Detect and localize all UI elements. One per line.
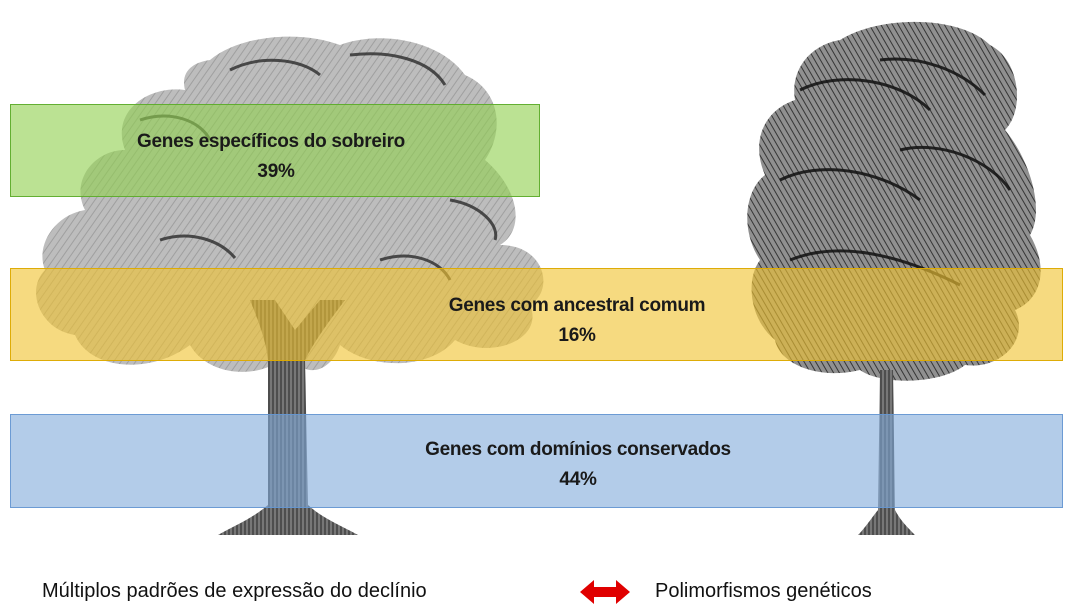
band-common-ancestor-genes: Genes com ancestral comum 16% [10, 268, 1063, 361]
band-title: Genes com ancestral comum [448, 295, 706, 316]
band-title: Genes específicos do sobreiro [137, 131, 405, 152]
band-percent: 44% [559, 469, 597, 490]
band-title: Genes com domínios conservados [425, 439, 731, 460]
band-species-specific-genes: Genes específicos do sobreiro 39% [10, 104, 540, 197]
caption-left: Múltiplos padrões de expressão do declín… [42, 580, 427, 602]
band-percent: 39% [257, 161, 295, 182]
double-arrow-icon [580, 580, 630, 604]
band-conserved-domain-genes: Genes com domínios conservados 44% [10, 414, 1063, 508]
caption-right: Polimorfismos genéticos [655, 580, 872, 602]
band-percent: 16% [558, 325, 596, 346]
